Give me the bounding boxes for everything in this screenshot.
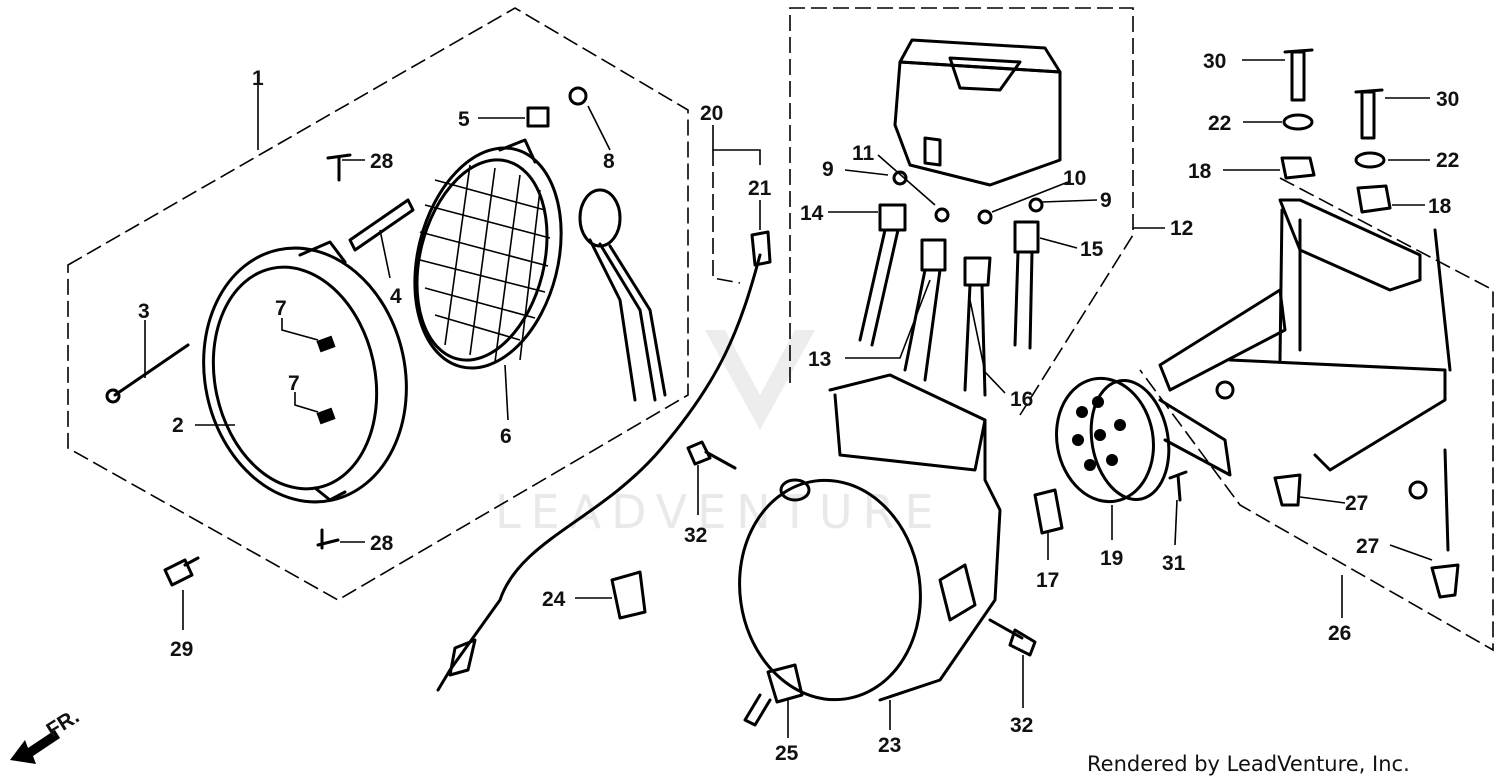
screw-28-bottom bbox=[316, 528, 340, 550]
bracket-assembly-outline bbox=[1139, 177, 1494, 652]
callout-labels: 1 2 3 4 5 6 7 7 8 9 9 10 11 12 13 14 15 … bbox=[138, 50, 1459, 765]
callout-8: 8 bbox=[603, 150, 615, 173]
clip-24 bbox=[610, 570, 647, 620]
callout-32a: 32 bbox=[684, 524, 707, 547]
callout-7a: 7 bbox=[275, 297, 287, 320]
watermark-text: LEADVENTURE bbox=[495, 485, 944, 539]
callout-27a: 27 bbox=[1345, 492, 1368, 515]
callout-15: 15 bbox=[1080, 238, 1104, 261]
collar-8 bbox=[568, 86, 588, 106]
callout-3: 3 bbox=[138, 300, 150, 323]
callout-32b: 32 bbox=[1010, 714, 1033, 737]
callout-30a: 30 bbox=[1203, 50, 1226, 73]
callout-28b: 28 bbox=[370, 532, 394, 555]
spring-4 bbox=[348, 198, 415, 252]
leader-lines bbox=[144, 59, 1433, 738]
meter-assembly bbox=[858, 38, 1062, 397]
nut-5 bbox=[526, 106, 550, 128]
callout-16: 16 bbox=[1010, 388, 1033, 411]
callout-27b: 27 bbox=[1356, 535, 1379, 558]
headlight-rim bbox=[202, 240, 408, 504]
headlight-lens bbox=[413, 138, 667, 402]
assembly-outlines bbox=[67, 7, 1494, 652]
callout-9a: 9 bbox=[822, 158, 834, 181]
screw-28-top bbox=[326, 153, 352, 182]
callout-4: 4 bbox=[390, 285, 402, 308]
callout-12: 12 bbox=[1170, 217, 1193, 240]
front-direction-arrow: FR. bbox=[10, 705, 83, 764]
bolt-29 bbox=[163, 556, 200, 587]
callout-29: 29 bbox=[170, 638, 193, 661]
callout-1: 1 bbox=[252, 67, 264, 90]
light-19 bbox=[1055, 376, 1232, 504]
bolt-31 bbox=[1168, 470, 1188, 502]
callout-10: 10 bbox=[1063, 167, 1086, 190]
meter-assembly-outline bbox=[789, 7, 1134, 416]
callout-9b: 9 bbox=[1100, 189, 1112, 212]
callout-18a: 18 bbox=[1188, 160, 1212, 183]
bolt-32-left bbox=[686, 440, 737, 470]
bracket-fasteners bbox=[1273, 48, 1460, 599]
callout-6: 6 bbox=[500, 425, 512, 448]
callout-22b: 22 bbox=[1436, 149, 1459, 172]
callout-22a: 22 bbox=[1208, 112, 1231, 135]
bolt-32-right bbox=[988, 618, 1037, 657]
screw-3 bbox=[113, 343, 190, 397]
bracket bbox=[1158, 198, 1452, 552]
callout-23: 23 bbox=[878, 734, 901, 757]
callout-2: 2 bbox=[172, 414, 184, 437]
callout-26: 26 bbox=[1328, 622, 1351, 645]
callout-13: 13 bbox=[808, 348, 831, 371]
cable-outline bbox=[712, 150, 741, 284]
callout-28a: 28 bbox=[370, 150, 394, 173]
terminal-25 bbox=[743, 663, 804, 727]
grommet-17 bbox=[1033, 488, 1064, 535]
credit-text: Rendered by LeadVenture, Inc. bbox=[1087, 752, 1410, 776]
callout-24: 24 bbox=[542, 588, 566, 611]
callout-11: 11 bbox=[852, 142, 875, 165]
callout-25: 25 bbox=[775, 742, 799, 765]
arrow-icon bbox=[10, 730, 60, 764]
headlight-case bbox=[738, 373, 1002, 702]
watermark: LEADVENTURE bbox=[495, 330, 944, 539]
callout-7b: 7 bbox=[288, 372, 300, 395]
cable bbox=[436, 230, 772, 692]
callout-19: 19 bbox=[1100, 547, 1123, 570]
callout-31: 31 bbox=[1162, 552, 1186, 575]
callout-30b: 30 bbox=[1436, 88, 1459, 111]
callout-14: 14 bbox=[800, 202, 824, 225]
small-parts bbox=[105, 86, 1188, 727]
callout-20: 20 bbox=[700, 102, 723, 125]
callout-21: 21 bbox=[748, 177, 772, 200]
callout-5: 5 bbox=[458, 108, 470, 131]
callout-17: 17 bbox=[1036, 569, 1059, 592]
headlight-assembly-outline bbox=[67, 7, 689, 601]
callout-18b: 18 bbox=[1428, 195, 1452, 218]
